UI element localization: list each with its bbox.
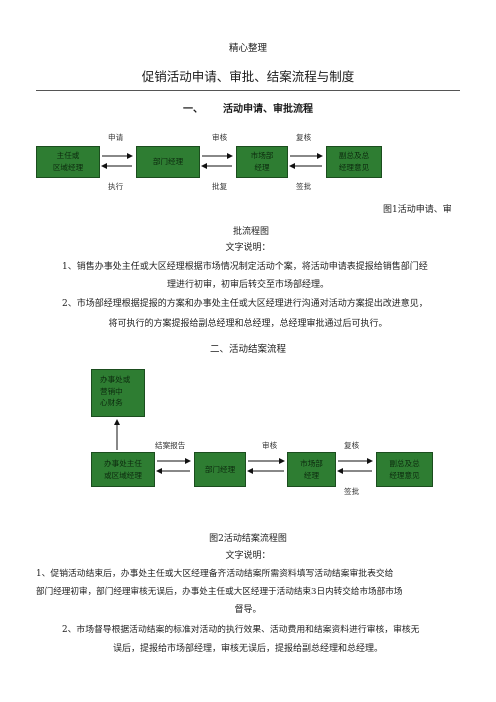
text2-p1-line3: 督导。 xyxy=(234,605,262,615)
text1-p2-line2: 将可执行的方案提报给副总经理和总经理，总经理审批通过后可执行。 xyxy=(108,319,388,329)
box-vp-gm: 副总及总经理意见 xyxy=(326,146,382,178)
text2-p1-line1: 1、促销活动结束后，办事处主任或大区经理备齐活动结案所需资料填写活动结案审批表交… xyxy=(36,569,394,579)
label2-review: 审核 xyxy=(262,441,278,450)
box2-dept-manager-line1: 部门经理 xyxy=(204,464,236,474)
label-apply: 申请 xyxy=(108,133,124,142)
box2-director-line2: 或区域经理 xyxy=(104,470,142,480)
text2-p2-line2: 误后，提报给市场部经理，审核无误后，提报给副总经理和总经理。 xyxy=(112,644,383,654)
box2-marketing-manager: 市场部经理 xyxy=(287,452,336,487)
box-marketing-manager-line2: 经理 xyxy=(254,163,270,172)
box-dept-manager-line1: 部门经理 xyxy=(152,157,184,166)
box2-vp-gm-line1: 副总及总 xyxy=(389,458,420,468)
label-review: 审核 xyxy=(212,133,228,142)
box-vp-gm-line2: 经理意见 xyxy=(338,163,370,172)
label-execute: 执行 xyxy=(108,182,124,191)
text2-p2-line1: 2、市场督导根据活动结案的标准对活动的执行效果、活动费用和结案资料进行审核，审核… xyxy=(62,625,420,635)
box-marketing-manager: 市场部经理 xyxy=(236,146,288,178)
text1-p1-line2: 理进行初审，初审后转交至市场部经理。 xyxy=(166,280,329,290)
text1-p1-line1: 1、销售办事处主任或大区经理根据市场情况制定活动个案，将活动申请表提报给销售部门… xyxy=(62,262,428,272)
box-finance: 办事处或营销中心财务 xyxy=(91,369,145,417)
box-finance-line1: 办事处或 xyxy=(100,375,131,384)
figure-1-caption-line1: 图1活动申请、审 xyxy=(383,205,452,215)
box2-vp-gm-line2: 经理意见 xyxy=(389,470,420,480)
section-1-number: 一、 xyxy=(183,104,203,115)
label-recheck: 复核 xyxy=(296,133,312,142)
page-header: 精心整理 xyxy=(228,43,267,54)
box-marketing-manager-line1: 市场部 xyxy=(250,151,274,160)
box2-director: 办事处主任或区域经理 xyxy=(91,452,155,487)
box2-marketing-manager-line2: 经理 xyxy=(303,470,320,480)
section-2-heading: 二、活动结案流程 xyxy=(209,344,286,355)
figure-1-caption-line2: 批流程图 xyxy=(233,227,270,237)
box-director: 主任或区域经理 xyxy=(36,146,100,178)
box2-director-line1: 办事处主任 xyxy=(104,458,142,468)
label2-sign: 签批 xyxy=(344,487,360,496)
box-director-line2: 区域经理 xyxy=(52,163,84,172)
document-title: 促销活动申请、审批、结案流程与制度 xyxy=(141,69,355,84)
label2-recheck: 复核 xyxy=(344,441,360,450)
text2-heading: 文字说明： xyxy=(225,551,271,561)
box-finance-line3: 心财务 xyxy=(100,398,123,407)
section-1-heading: 一、 活动申请、审批流程 xyxy=(0,100,496,115)
label-report: 结案报告 xyxy=(155,441,186,450)
figure-2-caption: 图2活动结案流程图 xyxy=(209,534,287,544)
label-sign: 签批 xyxy=(296,182,312,191)
box-vp-gm-line1: 副总及总 xyxy=(338,151,370,160)
title-divider xyxy=(36,90,460,91)
text2-p1-line2: 部门经理初审，部门经理审核无误后，办事处主任或大区经理于活动结束3日内转交给市场… xyxy=(36,587,403,597)
section-1-title: 活动申请、审批流程 xyxy=(223,104,313,115)
text1-heading: 文字说明： xyxy=(225,243,271,253)
box-dept-manager: 部门经理 xyxy=(136,146,200,178)
text1-p2-line1: 2、市场部经理根据提报的方案和办事处主任或大区经理进行沟通对活动方案提出改进意见… xyxy=(62,299,428,309)
box-finance-line2: 营销中 xyxy=(100,386,123,396)
box2-marketing-manager-line1: 市场部 xyxy=(300,458,323,468)
box-director-line1: 主任或 xyxy=(56,151,80,160)
box2-dept-manager: 部门经理 xyxy=(194,452,246,487)
label-approve-back: 批复 xyxy=(212,182,228,191)
box2-vp-gm: 副总及总经理意见 xyxy=(376,452,433,487)
